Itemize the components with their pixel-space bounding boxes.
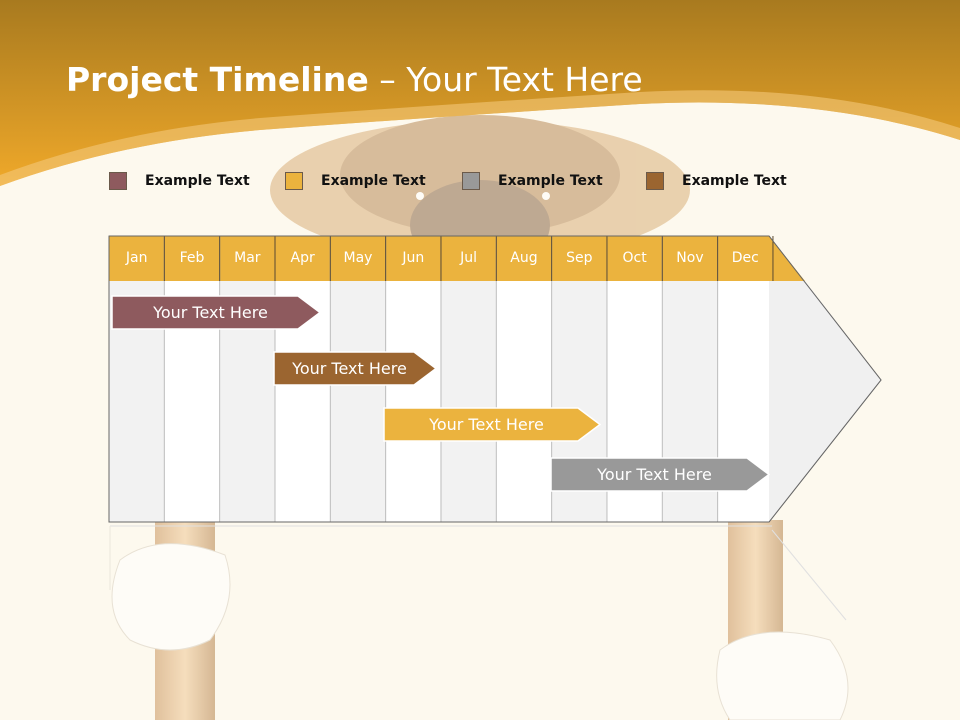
header-banner: [0, 0, 960, 186]
month-label-jul: Jul: [460, 250, 478, 266]
task-label: Your Text Here: [597, 465, 712, 484]
month-column-shade: [440, 281, 497, 522]
dog-photo-faded: [111, 115, 849, 720]
month-label-feb: Feb: [179, 250, 205, 266]
legend-swatch: [285, 172, 303, 190]
legend-swatch: [109, 172, 127, 190]
legend-item: Example Text: [646, 171, 787, 191]
task-arrow-bar[interactable]: [383, 407, 602, 442]
legend-label: Example Text: [498, 173, 603, 189]
month-label-mar: Mar: [234, 250, 261, 266]
legend-swatch: [646, 172, 664, 190]
task-arrow-bar[interactable]: [550, 457, 771, 492]
month-label-jan: Jan: [125, 250, 148, 266]
title-bold: Project Timeline: [66, 60, 369, 99]
task-label: Your Text Here: [429, 415, 544, 434]
month-label-apr: Apr: [290, 250, 315, 266]
month-label-aug: Aug: [510, 250, 538, 266]
month-column-shade: [330, 281, 386, 522]
month-label-oct: Oct: [622, 250, 647, 266]
month-label-sep: Sep: [566, 250, 593, 266]
month-label-jun: Jun: [402, 250, 425, 266]
legend-swatch: [462, 172, 480, 190]
task-label: Your Text Here: [292, 359, 407, 378]
task-arrow-bar[interactable]: [111, 295, 322, 330]
legend-item: Example Text: [109, 171, 250, 191]
task-arrow-bar[interactable]: [273, 351, 438, 386]
legend-label: Example Text: [321, 173, 426, 189]
legend-item: Example Text: [285, 171, 426, 191]
page-title: Project Timeline – Your Text Here: [66, 60, 643, 99]
month-label-nov: Nov: [676, 250, 704, 266]
month-label-dec: Dec: [731, 250, 759, 266]
legend-label: Example Text: [682, 173, 787, 189]
month-label-may: May: [343, 250, 373, 266]
legend-label: Example Text: [145, 173, 250, 189]
legend-item: Example Text: [462, 171, 603, 191]
title-rest: – Your Text Here: [368, 60, 643, 99]
task-label: Your Text Here: [153, 303, 268, 322]
